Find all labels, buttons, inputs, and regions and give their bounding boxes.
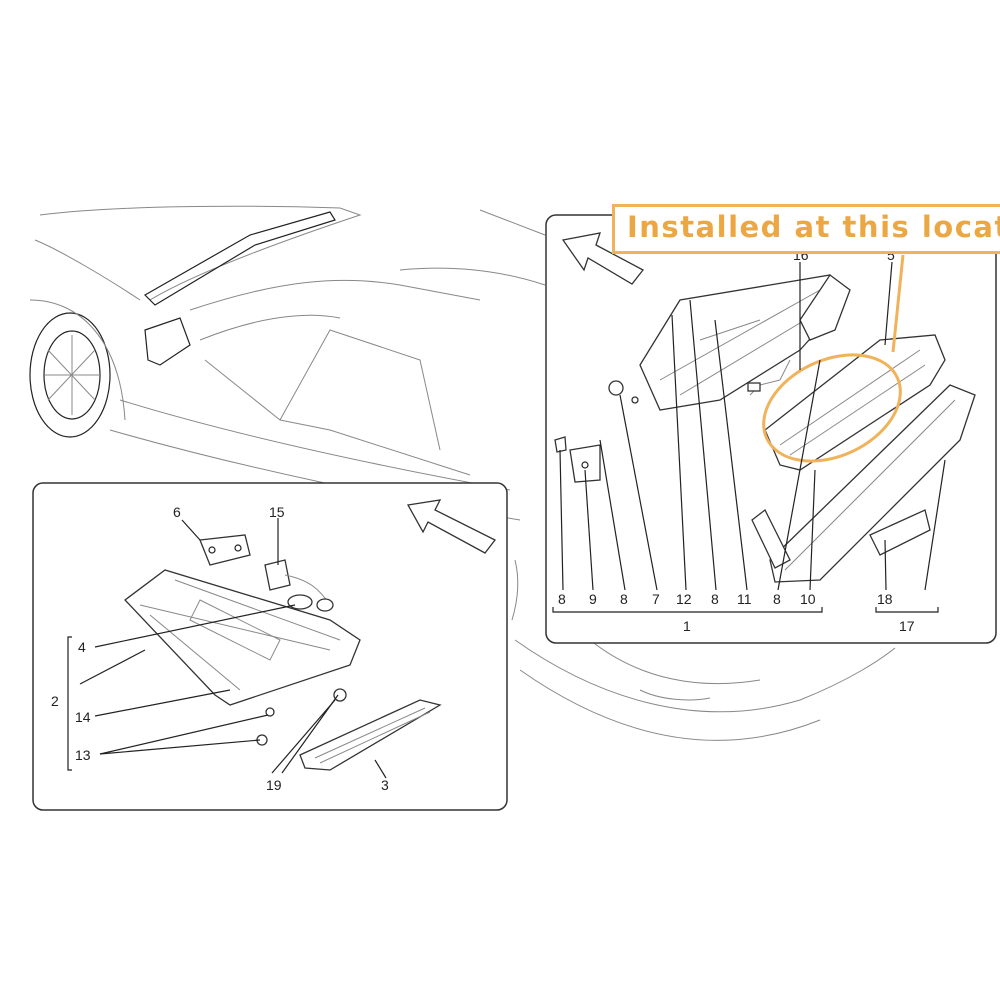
label-6: 6 [173, 504, 181, 520]
label-8: 8 [773, 591, 781, 607]
label-17: 17 [899, 618, 915, 634]
direction-arrow [406, 499, 496, 554]
label-14: 14 [75, 709, 91, 725]
label-5: 5 [887, 247, 895, 263]
label-18: 18 [877, 591, 893, 607]
car-outline [29, 205, 896, 741]
direction-arrow-right [561, 232, 644, 285]
label-8: 8 [558, 591, 566, 607]
highlight-pointer [891, 254, 905, 353]
right-detail-panel [545, 214, 997, 644]
label-15: 15 [269, 504, 285, 520]
label-11: 11 [737, 591, 752, 607]
label-2: 2 [51, 693, 59, 709]
label-9: 9 [589, 591, 597, 607]
highlight-ellipse [762, 353, 902, 463]
left-detail-panel [32, 482, 508, 811]
installed-location-callout: Installed at this locat [612, 204, 1000, 254]
label-4: 4 [78, 639, 86, 655]
label-10: 10 [800, 591, 816, 607]
label-12: 12 [676, 591, 692, 607]
label-3: 3 [381, 777, 389, 793]
label-13: 13 [75, 747, 91, 763]
left-panel-labels: 6 15 4 2 14 13 19 3 [51, 504, 389, 793]
label-7: 7 [652, 591, 660, 607]
callout-text: Installed at this locat [627, 210, 1000, 244]
label-19: 19 [266, 777, 282, 793]
label-1: 1 [683, 618, 691, 634]
label-8: 8 [711, 591, 719, 607]
label-8: 8 [620, 591, 628, 607]
